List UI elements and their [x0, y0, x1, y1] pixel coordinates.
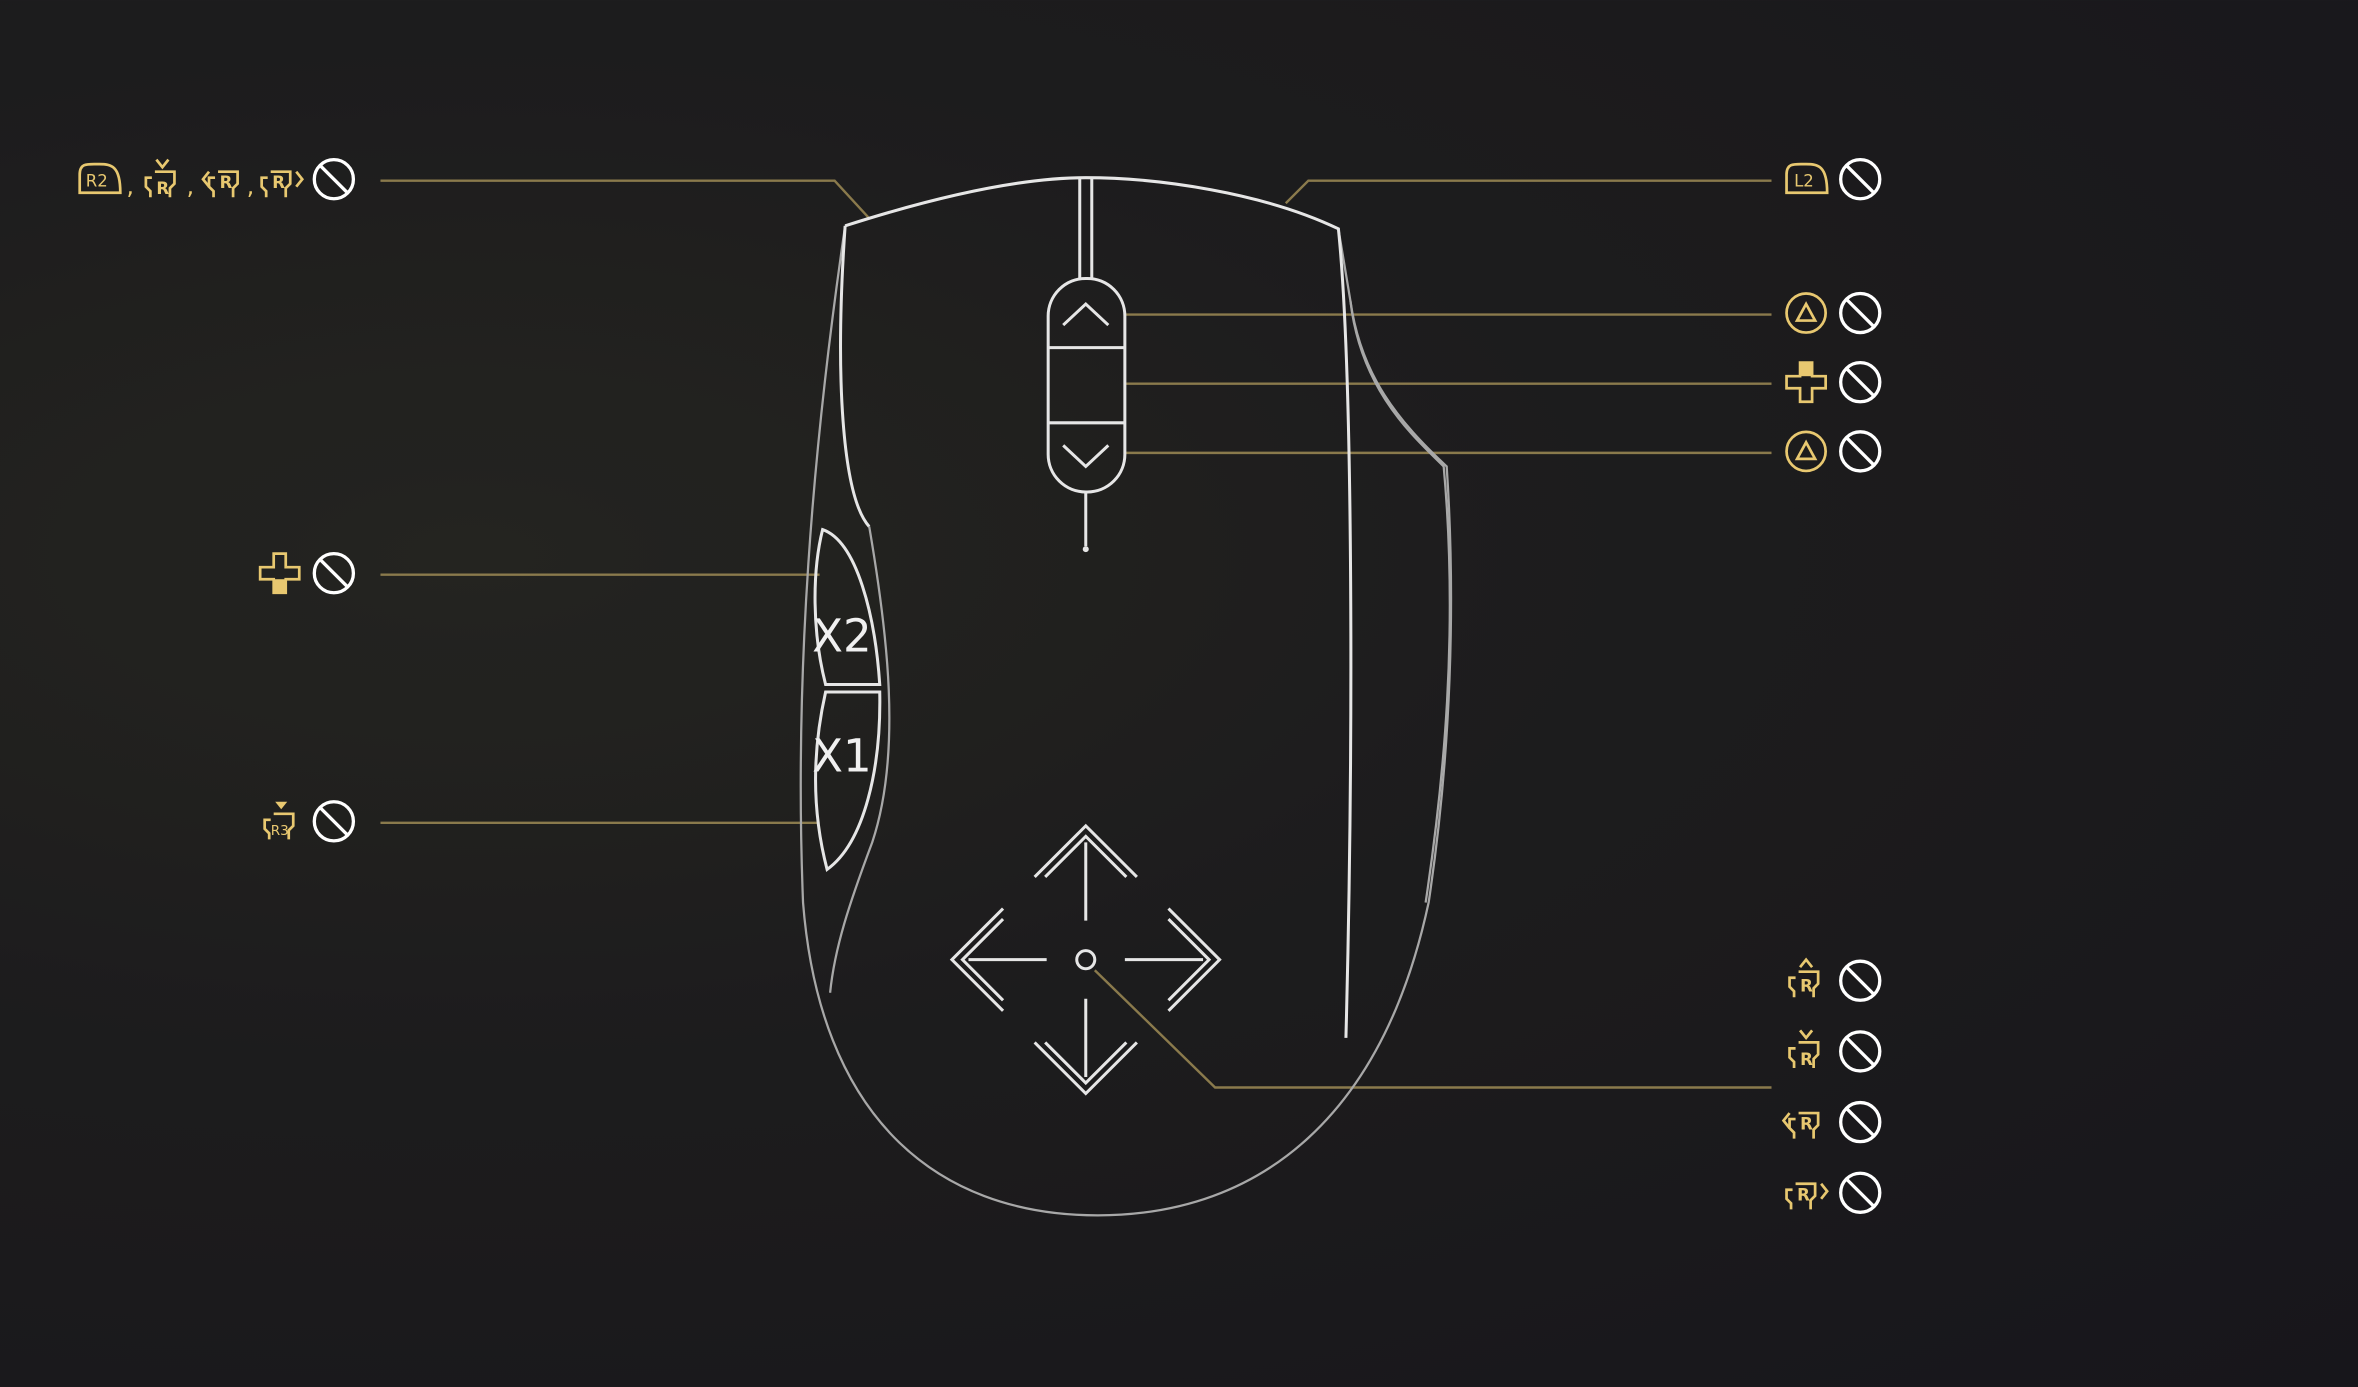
mouse-outline	[799, 176, 1453, 1217]
svg-text:R: R	[1800, 976, 1813, 995]
svg-text:,: ,	[247, 172, 255, 200]
binding-x1[interactable]: R3	[263, 800, 356, 843]
binding-mouse-move[interactable]: R R R R	[1781, 957, 1882, 1214]
side-button-x2[interactable]: X2	[812, 527, 882, 686]
svg-text:,: ,	[126, 172, 134, 200]
r2-trigger-icon: R2	[78, 162, 122, 195]
svg-text:R: R	[220, 173, 233, 192]
binding-x2[interactable]	[258, 551, 356, 595]
svg-text:L2: L2	[1794, 172, 1814, 191]
right-stick-up-icon: R	[1788, 957, 1820, 999]
svg-text:R2: R2	[86, 172, 108, 191]
connector-lines	[380, 179, 1772, 1089]
svg-text:R: R	[272, 173, 285, 192]
right-stick-down-icon: R	[1788, 1029, 1820, 1070]
right-stick-down-icon: R	[144, 158, 176, 199]
binding-left-click[interactable]: R2 , R , R , R	[78, 157, 356, 201]
side-button-x1[interactable]: X1	[812, 690, 882, 872]
svg-text:,: ,	[186, 172, 194, 200]
right-stick-left-icon: R	[201, 170, 239, 199]
binding-right-click[interactable]: L2	[1785, 157, 1882, 201]
svg-text:R: R	[1800, 1115, 1813, 1134]
scroll-down-chevron-icon	[1062, 444, 1110, 469]
scroll-wheel[interactable]	[1046, 276, 1127, 494]
binding-wheel-click[interactable]	[1785, 361, 1882, 404]
scroll-up-chevron-icon	[1062, 301, 1110, 327]
svg-text:R3: R3	[271, 823, 289, 839]
svg-text:R: R	[156, 179, 169, 198]
movement-arrows	[949, 823, 1222, 1096]
svg-text:R: R	[1797, 1185, 1810, 1204]
x1-label: X1	[812, 730, 872, 783]
l2-trigger-icon: L2	[1785, 162, 1829, 195]
svg-text:R: R	[1800, 1050, 1813, 1069]
x2-label: X2	[812, 609, 872, 662]
right-stick-right-icon: R	[260, 170, 305, 199]
right-stick-right-icon: R	[1785, 1182, 1829, 1211]
right-stick-left-icon: R	[1781, 1111, 1820, 1140]
r3-press-icon: R3	[263, 801, 295, 841]
